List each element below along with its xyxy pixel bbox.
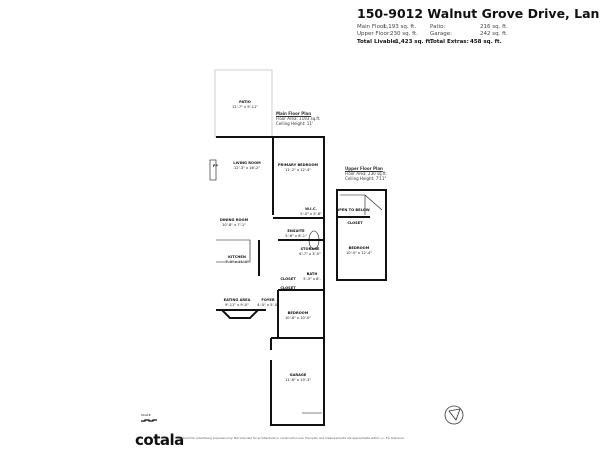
room-closet: CLOSET (280, 277, 296, 281)
kitchen-counter (216, 239, 251, 263)
patio-value: 216 sq. ft. (480, 24, 508, 30)
cotala-logo: cotala (135, 431, 184, 449)
room-closet: CLOSET (280, 286, 296, 290)
disclaimer: Measured for advertising purposes only. … (177, 436, 405, 440)
upper-floor-value: 230 sq. ft. (390, 31, 418, 37)
scale-bar (141, 419, 157, 422)
room-upper-closet: CLOSET (347, 221, 363, 225)
total-extras-label: Total Extras: (430, 39, 469, 45)
fireplace (209, 159, 217, 181)
total-livable-value: 1,423 sq. ft. (395, 39, 433, 45)
stairs (340, 194, 383, 215)
fireplace-label: FP (213, 164, 218, 168)
total-livable-label: Total Livable: (357, 39, 399, 45)
total-extras-value: 458 sq. ft. (470, 39, 502, 45)
patio-label: Patio: (430, 24, 446, 30)
bathtub (308, 230, 320, 250)
room-open-to-below: OPEN TO BELOW (336, 208, 370, 212)
upper-floor-walls (336, 189, 387, 281)
garage-value: 242 sq. ft. (480, 31, 508, 37)
scale-label: SCALE (141, 413, 151, 417)
main-floor-walls (216, 136, 325, 426)
garage-label: Garage: (430, 31, 452, 37)
page-title: 150-9012 Walnut Grove Drive, Langley (357, 6, 600, 21)
main-floor-value: 1,193 sq. ft. (383, 24, 417, 30)
north-arrow-icon (444, 405, 464, 425)
room-wic: W.I.C.5'-0" x 5'-6" (300, 207, 322, 216)
upper-floor-label: Upper Floor: (357, 31, 391, 37)
main-floor-label: Main Floor: (357, 24, 388, 30)
